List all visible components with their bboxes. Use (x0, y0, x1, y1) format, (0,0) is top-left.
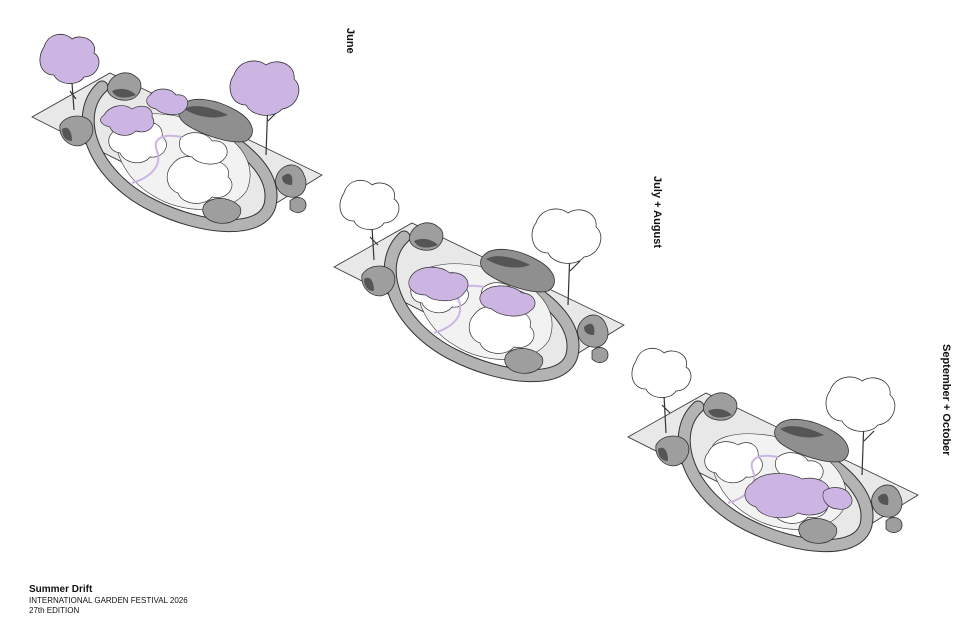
stage-june (32, 33, 322, 225)
bloom-mass (408, 266, 469, 302)
tree-left (39, 33, 100, 111)
tree-left (631, 347, 692, 434)
tree-right (825, 376, 896, 476)
bloom-mass (146, 88, 188, 115)
tree-right (531, 208, 602, 306)
stage-july-august (334, 179, 624, 375)
festival-name: INTERNATIONAL GARDEN FESTIVAL 2026 (29, 596, 188, 605)
bloom-mass (479, 285, 536, 317)
bloom-mass (822, 487, 853, 510)
bloom-mass (744, 473, 831, 519)
tree-left (339, 179, 400, 261)
season-label-july-august: July + August (651, 176, 663, 249)
edition-label: 27th EDITION (29, 606, 80, 615)
project-caption: Summer Drift INTERNATIONAL GARDEN FESTIV… (29, 584, 188, 616)
project-title: Summer Drift (29, 584, 93, 595)
season-label-september-october: September + October (940, 344, 952, 456)
season-label-june: June (344, 28, 356, 54)
tree-right (229, 60, 300, 156)
stage-september-october (628, 347, 918, 545)
bloom-mass (100, 105, 155, 136)
